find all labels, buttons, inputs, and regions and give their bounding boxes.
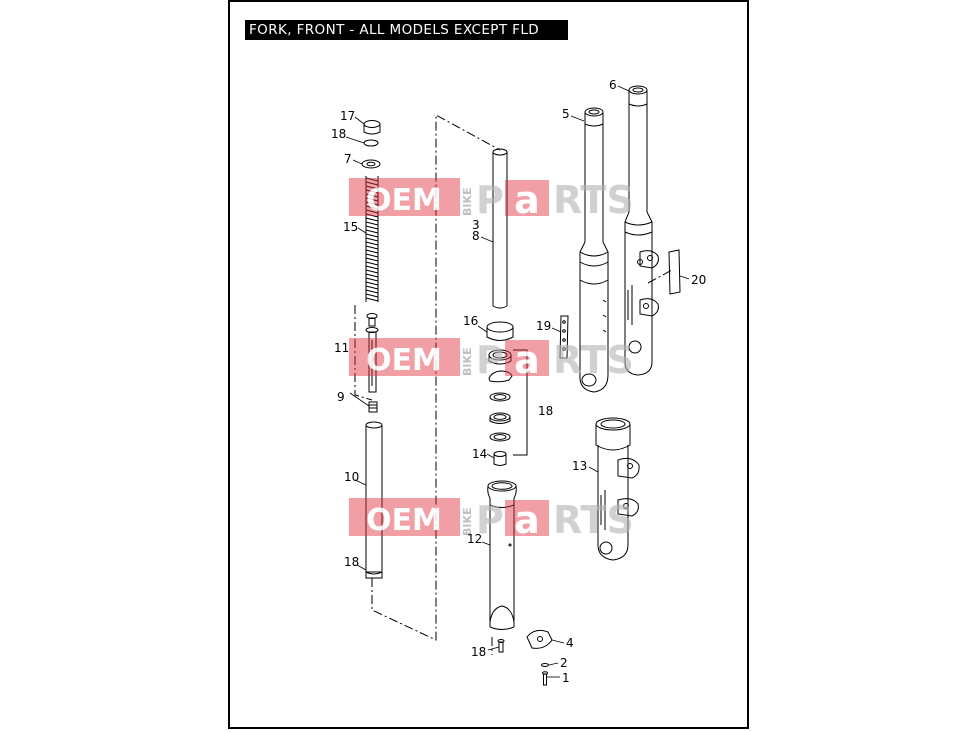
callout-10[interactable]: 10 — [344, 470, 359, 484]
svg-text:OEM: OEM — [366, 503, 442, 538]
callouts: 17 18 7 15 11 9 10 18 3 8 16 18 14 12 18… — [331, 78, 706, 685]
svg-text:OEM: OEM — [366, 183, 442, 218]
svg-text:P: P — [476, 178, 504, 222]
callout-11[interactable]: 11 — [334, 341, 349, 355]
part-6-fork-leg[interactable] — [624, 85, 659, 376]
watermark-middle: OEM BIKE P a RTS — [349, 338, 634, 382]
part-2-washer[interactable] — [541, 663, 549, 667]
callout-19[interactable]: 19 — [536, 319, 551, 333]
part-3-8-fork-tube[interactable] — [492, 148, 508, 309]
part-14-oil-lock[interactable] — [493, 451, 507, 466]
part-1-screw[interactable] — [542, 671, 548, 686]
svg-text:P: P — [476, 498, 504, 542]
svg-text:RTS: RTS — [553, 338, 634, 382]
svg-text:a: a — [514, 498, 540, 542]
svg-text:OEM: OEM — [366, 343, 442, 378]
callout-4[interactable]: 4 — [566, 636, 574, 650]
part-19-bracket[interactable] — [559, 315, 569, 359]
callout-7[interactable]: 7 — [344, 152, 352, 166]
callout-18-bolt[interactable]: 18 — [471, 645, 486, 659]
watermark-top: OEM BIKE P a RTS — [349, 178, 634, 222]
part-13-slider[interactable] — [595, 417, 640, 561]
part-18-seal-stack[interactable] — [488, 349, 528, 456]
callout-16[interactable]: 16 — [463, 314, 478, 328]
callout-18-top[interactable]: 18 — [331, 127, 346, 141]
part-18-bolt[interactable] — [497, 639, 505, 653]
svg-text:P: P — [476, 338, 504, 382]
svg-text:a: a — [514, 338, 540, 382]
svg-text:BIKE: BIKE — [461, 507, 474, 536]
part-10-fork-tube[interactable] — [365, 421, 383, 575]
part-18-oring-bottom[interactable] — [365, 571, 383, 579]
callout-9[interactable]: 9 — [337, 390, 345, 404]
callout-12[interactable]: 12 — [467, 532, 482, 546]
part-15-spring[interactable] — [365, 176, 379, 302]
callout-20[interactable]: 20 — [691, 273, 706, 287]
diagram-frame — [228, 0, 749, 729]
part-17-cap[interactable] — [363, 120, 381, 135]
callout-18-left-bottom[interactable]: 18 — [344, 555, 359, 569]
callout-1[interactable]: 1 — [562, 671, 570, 685]
callout-6[interactable]: 6 — [609, 78, 617, 92]
part-20-reflector[interactable] — [668, 249, 681, 295]
callout-8[interactable]: 8 — [472, 229, 480, 243]
part-18-oring-top[interactable] — [363, 139, 379, 147]
callout-15[interactable]: 15 — [343, 220, 358, 234]
svg-text:BIKE: BIKE — [461, 347, 474, 376]
watermark: OEM BIKE P a RTS OEM BIKE P a RTS OEM BI… — [349, 178, 634, 542]
watermark-bottom: OEM BIKE P a RTS — [349, 498, 634, 542]
callout-18-seals[interactable]: 18 — [538, 404, 553, 418]
part-11-damper-rod[interactable] — [365, 313, 379, 393]
svg-text:BIKE: BIKE — [461, 187, 474, 216]
callout-13[interactable]: 13 — [572, 459, 587, 473]
part-5-fork-leg[interactable] — [579, 107, 609, 393]
part-16-dust-seal[interactable] — [486, 321, 514, 341]
part-9-rebound-spring[interactable] — [368, 401, 378, 413]
diagram-title: FORK, FRONT - ALL MODELS EXCEPT FLD — [245, 20, 568, 40]
part-7-washer[interactable] — [361, 159, 381, 169]
svg-text:a: a — [514, 178, 540, 222]
part-12-slider[interactable] — [487, 480, 517, 630]
callout-17[interactable]: 17 — [340, 109, 355, 123]
svg-text:RTS: RTS — [553, 178, 634, 222]
svg-text:RTS: RTS — [553, 498, 634, 542]
leader-lines — [345, 85, 690, 678]
callout-2[interactable]: 2 — [560, 656, 568, 670]
callout-14[interactable]: 14 — [472, 447, 487, 461]
callout-5[interactable]: 5 — [562, 107, 570, 121]
callout-3[interactable]: 3 — [472, 218, 480, 232]
part-4-clamp[interactable] — [526, 629, 553, 649]
